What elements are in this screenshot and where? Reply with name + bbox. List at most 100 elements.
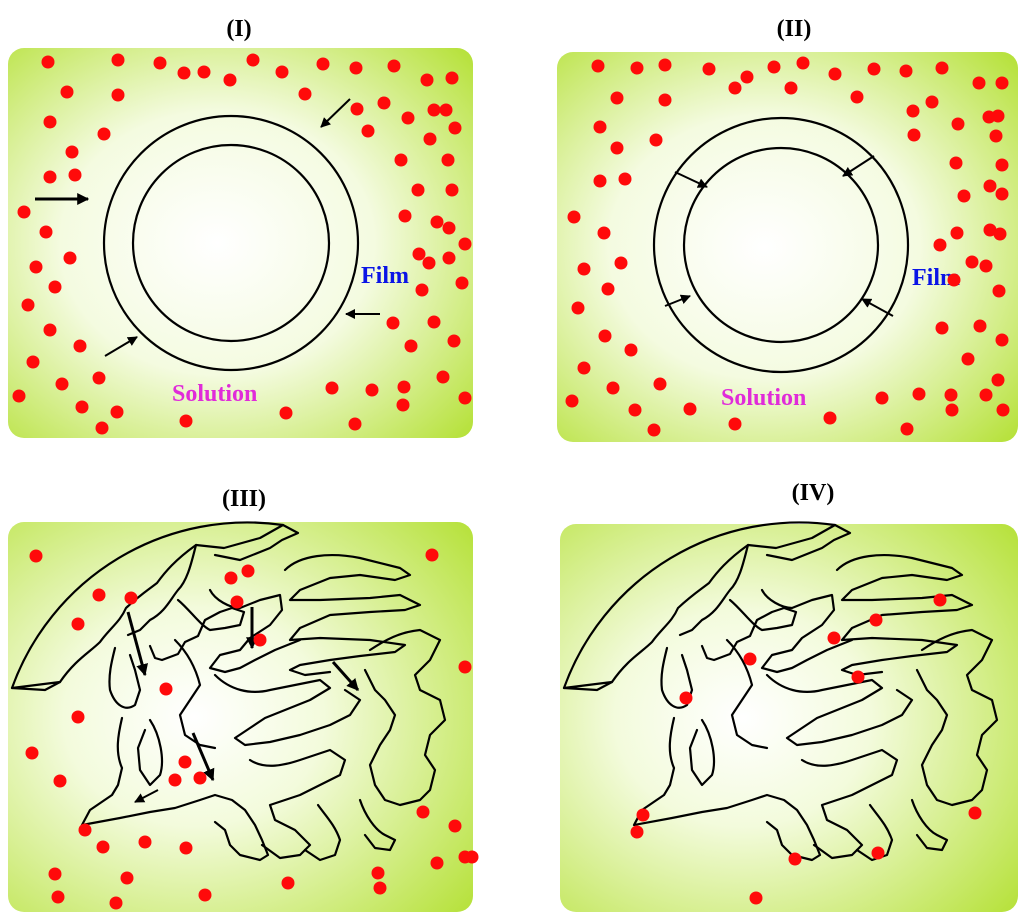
- particle-dot: [968, 806, 982, 820]
- particle-dot: [411, 183, 425, 197]
- film-inner-boundary: [131, 143, 331, 343]
- particle-dot: [614, 256, 628, 270]
- particle-dot: [458, 391, 472, 405]
- particle-dot: [925, 95, 939, 109]
- particle-dot: [96, 840, 110, 854]
- particle-dot: [907, 128, 921, 142]
- particle-dot: [430, 215, 444, 229]
- particle-dot: [957, 189, 971, 203]
- particle-dot: [658, 58, 672, 72]
- particle-dot: [455, 276, 469, 290]
- particle-dot: [111, 53, 125, 67]
- particle-dot: [39, 225, 53, 239]
- particle-dot: [361, 124, 375, 138]
- solution-label: Solution: [721, 385, 806, 411]
- particle-dot: [636, 808, 650, 822]
- panel-iv-particles: [630, 593, 982, 905]
- particle-dot: [740, 70, 754, 84]
- particle-dot: [593, 174, 607, 188]
- panel-iii: (III): [8, 486, 479, 912]
- panel-iii-title: (III): [222, 486, 266, 512]
- particle-dot: [658, 93, 672, 107]
- panel-i-particles: [12, 53, 472, 435]
- particle-dot: [950, 226, 964, 240]
- particle-dot: [906, 104, 920, 118]
- particle-dot: [371, 866, 385, 880]
- particle-dot: [647, 423, 661, 437]
- panel-iii-particles: [25, 548, 479, 910]
- particle-dot: [427, 103, 441, 117]
- particle-dot: [78, 823, 92, 837]
- particle-dot: [29, 549, 43, 563]
- particle-dot: [728, 81, 742, 95]
- solution-label: Solution: [172, 381, 257, 407]
- particle-dot: [996, 403, 1010, 417]
- particle-dot: [73, 339, 87, 353]
- particle-dot: [935, 321, 949, 335]
- arrow-into-film: [674, 171, 708, 188]
- particle-dot: [124, 591, 138, 605]
- film-outer-boundary: [652, 116, 910, 374]
- particle-dot: [281, 876, 295, 890]
- particle-dot: [43, 323, 57, 337]
- arrow-into-film: [842, 155, 875, 177]
- particle-dot: [404, 339, 418, 353]
- particle-dot: [197, 65, 211, 79]
- particle-dot: [628, 403, 642, 417]
- particle-dot: [851, 670, 865, 684]
- particle-dot: [223, 73, 237, 87]
- particle-dot: [630, 825, 644, 839]
- particle-dot: [995, 158, 1009, 172]
- particle-dot: [241, 564, 255, 578]
- particle-dot: [275, 65, 289, 79]
- particle-dot: [65, 145, 79, 159]
- particle-dot: [110, 405, 124, 419]
- particle-dot: [445, 71, 459, 85]
- panel-iv-title: (IV): [792, 480, 835, 506]
- particle-dot: [75, 400, 89, 414]
- particle-dot: [823, 411, 837, 425]
- panel-iv-background: [560, 524, 1018, 912]
- particle-dot: [439, 103, 453, 117]
- particle-dot: [441, 153, 455, 167]
- particle-dot: [138, 835, 152, 849]
- particle-dot: [153, 56, 167, 70]
- particle-dot: [598, 329, 612, 343]
- particle-dot: [606, 381, 620, 395]
- particle-dot: [168, 773, 182, 787]
- particle-dot: [401, 111, 415, 125]
- particle-dot: [749, 891, 763, 905]
- particle-dot: [610, 91, 624, 105]
- particle-dot: [458, 660, 472, 674]
- particle-dot: [350, 102, 364, 116]
- particle-dot: [944, 388, 958, 402]
- particle-dot: [565, 394, 579, 408]
- film-inner-boundary: [682, 146, 880, 344]
- particle-dot: [398, 209, 412, 223]
- particle-dot: [396, 398, 410, 412]
- particle-dot: [12, 389, 26, 403]
- particle-dot: [933, 238, 947, 252]
- particle-dot: [593, 120, 607, 134]
- particle-dot: [465, 850, 479, 864]
- particle-dot: [871, 846, 885, 860]
- particle-dot: [97, 127, 111, 141]
- particle-dot: [373, 881, 387, 895]
- panel-ii-title: (II): [777, 16, 812, 42]
- particle-dot: [993, 227, 1007, 241]
- particle-dot: [951, 117, 965, 131]
- arrow-into-pore: [134, 789, 159, 803]
- particle-dot: [397, 380, 411, 394]
- particle-dot: [900, 422, 914, 436]
- particle-dot: [995, 333, 1009, 347]
- particle-dot: [767, 60, 781, 74]
- particle-dot: [961, 352, 975, 366]
- particle-dot: [445, 183, 459, 197]
- particle-dot: [193, 771, 207, 785]
- particle-dot: [653, 377, 667, 391]
- particle-dot: [728, 417, 742, 431]
- particle-dot: [394, 153, 408, 167]
- particle-dot: [111, 88, 125, 102]
- particle-dot: [43, 170, 57, 184]
